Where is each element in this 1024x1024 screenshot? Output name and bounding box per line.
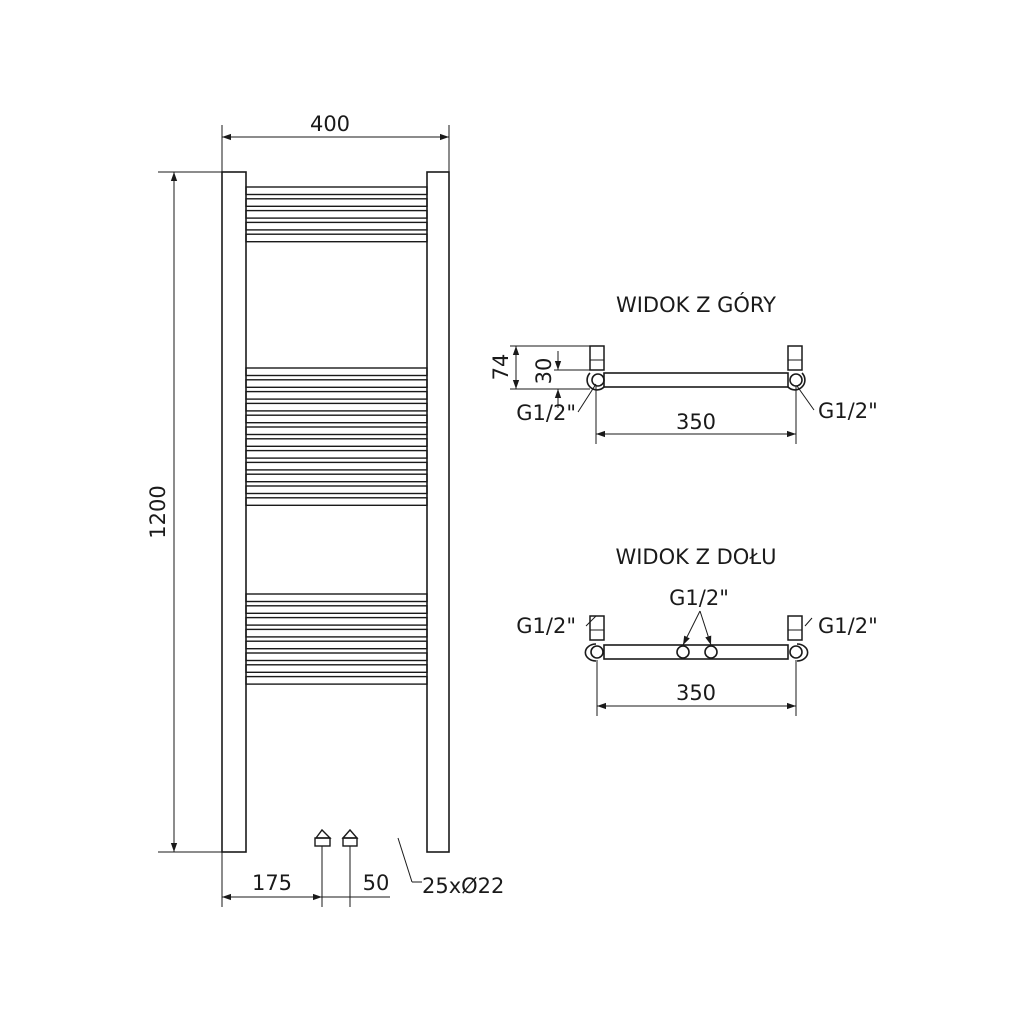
bottom-valve-left	[314, 828, 332, 847]
tube-bar	[245, 605, 428, 614]
tube-bar	[245, 593, 428, 603]
tube-bar	[245, 221, 428, 231]
bottom-view-title: WIDOK Z DOŁU	[615, 545, 776, 569]
tube-bar	[245, 449, 428, 459]
tube-bar	[245, 233, 428, 243]
left-rail	[221, 171, 247, 853]
bottom-valve-right	[341, 828, 359, 847]
top-right-conn-label: G1/2"	[818, 399, 878, 423]
tube-bar	[245, 414, 428, 424]
top-depth-label: 74	[489, 354, 513, 381]
tube-bar	[245, 379, 428, 388]
tube-bar	[245, 198, 428, 208]
tube-leader: 25xØ22	[397, 837, 504, 898]
top-right-valve	[787, 345, 806, 391]
top-left-valve	[586, 345, 605, 391]
bottom-left-valve	[584, 615, 605, 662]
bottom-right-valve	[787, 615, 809, 662]
bottom-span-label: 350	[676, 681, 716, 705]
front-view: 400 1200 175	[146, 112, 504, 907]
height-dimension: 1200	[146, 171, 222, 853]
tube-bar	[245, 485, 428, 495]
tube-bar	[245, 461, 428, 471]
tube-bar	[245, 209, 428, 219]
bottom-bar	[603, 644, 789, 660]
top-view-title: WIDOK Z GÓRY	[616, 292, 776, 317]
tube-bar	[245, 390, 428, 400]
tube-bar	[245, 640, 428, 650]
width-dimension: 400	[221, 112, 450, 172]
bottom-center-conn-right	[704, 645, 718, 659]
bottom-center-conn-label: G1/2"	[669, 586, 729, 610]
tube-bar	[245, 628, 428, 638]
tube-bar	[245, 367, 428, 377]
tube-bar	[245, 652, 428, 662]
bottom-offset-dimension: 175 50	[221, 846, 390, 907]
tube-bar	[245, 675, 428, 685]
tube-label: 25xØ22	[422, 874, 504, 898]
top-inlet-label: 30	[532, 358, 556, 385]
tube-bar	[245, 402, 428, 412]
tube-bar	[245, 473, 428, 483]
tube-bar	[245, 497, 428, 506]
tube-bar	[245, 616, 428, 626]
tube-bars	[245, 186, 428, 685]
bottom-left-conn-label: G1/2"	[516, 614, 576, 638]
bottom-view: WIDOK Z DOŁU G1/2" G1/2" G1/2"	[516, 545, 878, 716]
tube-bar	[245, 186, 428, 196]
spacing-label: 50	[363, 871, 390, 895]
tube-bar	[245, 438, 428, 447]
offset-label: 175	[252, 871, 292, 895]
top-view: WIDOK Z GÓRY 74 30 G1/2" G1/	[489, 292, 878, 444]
tube-bar	[245, 664, 428, 673]
right-rail	[426, 171, 450, 853]
width-label: 400	[310, 112, 350, 136]
top-span-label: 350	[676, 410, 716, 434]
bottom-center-conn-left	[676, 645, 690, 659]
top-left-conn-label: G1/2"	[516, 401, 576, 425]
height-label: 1200	[146, 485, 170, 538]
bottom-right-conn-label: G1/2"	[818, 614, 878, 638]
top-bar	[603, 372, 789, 388]
tube-bar	[245, 426, 428, 436]
